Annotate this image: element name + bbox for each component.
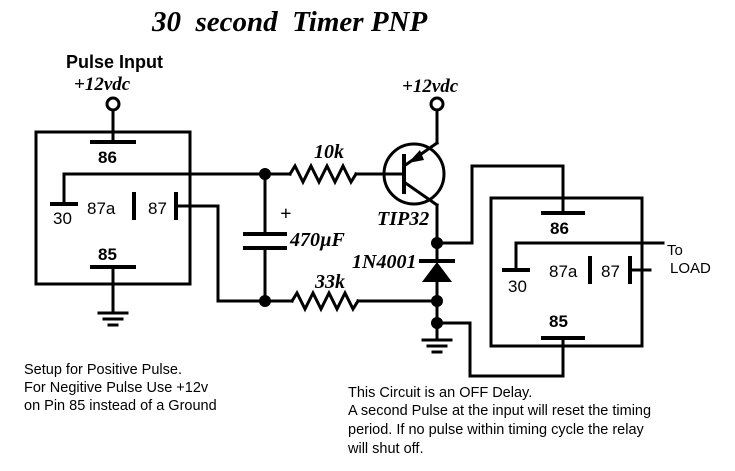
note-left-line: on Pin 85 instead of a Ground: [24, 398, 217, 414]
wire-87-to-bottom-node: [174, 204, 267, 303]
note-bottom-line: period. If no pulse within timing cycle …: [348, 422, 645, 438]
transistor-supply-terminal: [429, 96, 445, 112]
pulse-relay-pin85: 85: [98, 245, 117, 264]
diode-part: 1N4001: [352, 251, 416, 273]
note-left: Setup for Positive Pulse. For Negitive P…: [24, 362, 217, 414]
note-bottom-line: A second Pulse at the input will reset t…: [348, 403, 651, 419]
diagram-title: 30 second Timer PNP: [151, 6, 427, 38]
pulse-supply-terminal: [105, 96, 121, 112]
note-left-line: For Negitive Pulse Use +12v: [24, 380, 209, 396]
resistor-10k-zigzag: [287, 162, 359, 186]
load-relay-pin30: 30: [508, 277, 527, 296]
pulse-input-label: Pulse Input: [66, 52, 163, 72]
ground-icon: [421, 338, 453, 354]
load-relay-pin87: 87: [601, 262, 620, 281]
note-bottom-line: will shut off.: [347, 441, 424, 457]
cap-polarity: +: [280, 203, 291, 225]
transistor-collector: [401, 179, 440, 208]
note-left-line: Setup for Positive Pulse.: [24, 362, 182, 378]
load-relay-pin87a: 87a: [549, 262, 578, 281]
diode-triangle-icon: [422, 262, 452, 282]
pulse-relay-pin87a: 87a: [87, 199, 116, 218]
pulse-ground-icon: [97, 311, 129, 327]
transistor-supply-label: +12vdc: [402, 76, 459, 97]
pulse-relay-pin86: 86: [98, 148, 117, 167]
resistor-top-label: 10k: [314, 141, 344, 163]
load-relay-box: [489, 196, 644, 348]
transistor-part: TIP32: [377, 208, 429, 230]
wire-collector-to-86: [435, 164, 565, 245]
wire-ground-to-85: [435, 321, 565, 378]
pulse-supply-label: +12vdc: [74, 74, 131, 95]
load-label-line1: To: [667, 242, 683, 259]
resistor-bottom-label: 33k: [314, 271, 345, 293]
load-relay-30-lead: [514, 241, 665, 272]
pulse-relay-pin87: 87: [148, 199, 167, 218]
note-bottom-line: This Circuit is an OFF Delay.: [348, 385, 532, 401]
load-label-line2: LOAD: [670, 260, 711, 277]
transistor-emitter-arrow-icon: [408, 150, 424, 163]
load-relay-pin85: 85: [549, 312, 568, 331]
cap-value: 470µF: [289, 229, 346, 251]
load-relay-pin86: 86: [550, 219, 569, 238]
note-bottom: This Circuit is an OFF Delay. A second P…: [347, 385, 651, 457]
pulse-relay-pin30: 30: [53, 209, 72, 228]
resistor-33k-zigzag: [289, 289, 361, 313]
